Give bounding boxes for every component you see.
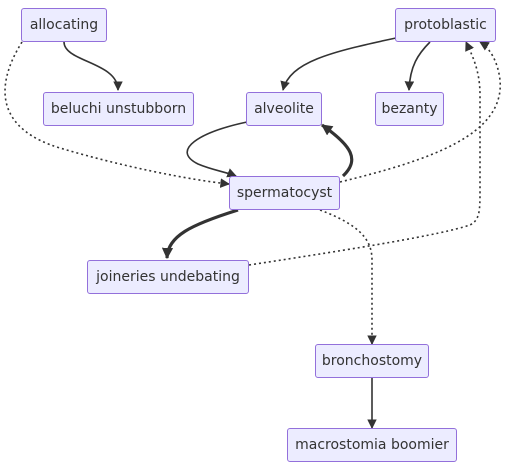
node-bezanty: bezanty (375, 92, 444, 126)
node-label: allocating (29, 17, 99, 33)
node-label: joineries undebating (96, 269, 240, 285)
node-joineries-undebating: joineries undebating (87, 260, 249, 294)
node-label: bezanty (381, 101, 438, 117)
node-alveolite: alveolite (246, 92, 322, 126)
node-label: protoblastic (404, 17, 487, 33)
edge-joineries-to-protoblastic (248, 41, 481, 266)
edge-spermatocyst-to-joineries (161, 208, 239, 260)
edge-protoblastic-to-bezanty (404, 41, 431, 91)
edge-allocating-to-spermatocyst (4, 41, 230, 188)
node-allocating: allocating (21, 8, 107, 42)
edge-allocating-to-beluchi (63, 41, 123, 91)
edge-protoblastic-to-alveolite (280, 37, 397, 91)
node-label: macrostomia boomier (295, 437, 449, 453)
node-bronchostomy: bronchostomy (315, 344, 429, 378)
edge-spermatocyst-to-protoblastic (339, 41, 501, 183)
edge-alveolite-to-spermatocyst (186, 121, 248, 178)
node-beluchi-unstubborn: beluchi unstubborn (43, 92, 194, 126)
node-spermatocyst: spermatocyst (229, 176, 340, 210)
node-label: beluchi unstubborn (50, 101, 187, 117)
node-label: bronchostomy (321, 353, 423, 369)
node-protoblastic: protoblastic (395, 8, 496, 42)
edge-spermatocyst-to-bronchostomy (319, 209, 377, 345)
node-label: spermatocyst (236, 185, 333, 201)
node-label: alveolite (254, 101, 314, 117)
node-macrostomia-boomier: macrostomia boomier (287, 428, 457, 462)
edge-spermatocyst-to-alveolite (321, 123, 354, 178)
